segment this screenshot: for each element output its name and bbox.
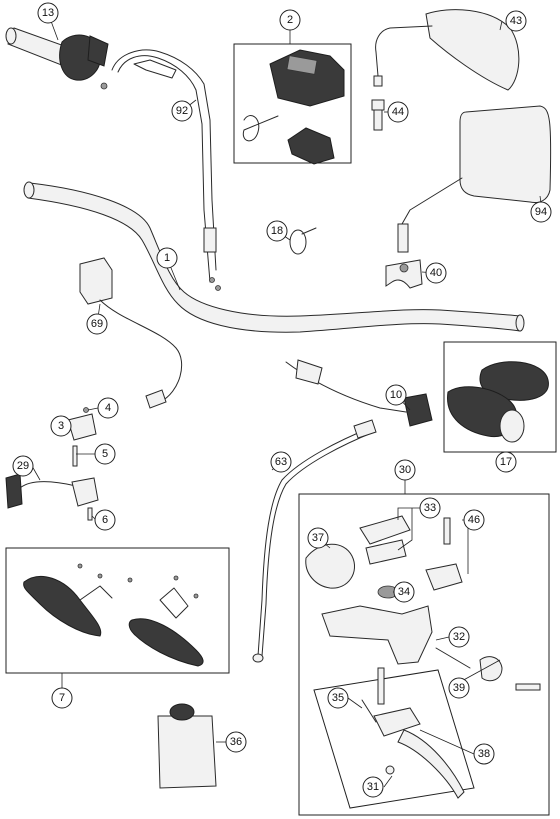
svg-text:2: 2 bbox=[287, 14, 293, 26]
callout-37: 37 bbox=[307, 527, 329, 549]
switch-detail-frame bbox=[233, 43, 352, 164]
svg-text:10: 10 bbox=[390, 389, 402, 401]
mirror-clamp-part bbox=[385, 259, 423, 289]
grips-part bbox=[447, 361, 549, 443]
hand-guards-part bbox=[23, 563, 204, 667]
callout-46: 46 bbox=[463, 509, 485, 531]
switch-part bbox=[242, 49, 345, 165]
callout-29: 29 bbox=[12, 455, 34, 477]
svg-text:37: 37 bbox=[312, 532, 324, 544]
svg-text:63: 63 bbox=[275, 456, 287, 468]
adapter-nut-part bbox=[371, 99, 385, 131]
handguard-detail-frame bbox=[5, 547, 230, 674]
svg-text:17: 17 bbox=[500, 456, 512, 468]
svg-text:3: 3 bbox=[58, 420, 64, 432]
connector-cable-part bbox=[285, 359, 433, 427]
callout-35: 35 bbox=[327, 687, 349, 709]
callout-36: 36 bbox=[225, 731, 247, 753]
callout-63: 63 bbox=[270, 451, 292, 473]
callout-38: 38 bbox=[473, 743, 495, 765]
callout-18: 18 bbox=[266, 220, 288, 242]
start-button-part bbox=[5, 473, 99, 521]
mirror-left-part bbox=[397, 105, 552, 253]
callout-40: 40 bbox=[425, 262, 447, 284]
callout-6: 6 bbox=[94, 509, 116, 531]
callout-39: 39 bbox=[448, 677, 470, 699]
svg-text:40: 40 bbox=[430, 267, 442, 279]
handlebar-part bbox=[23, 181, 525, 333]
svg-text:4: 4 bbox=[105, 402, 111, 414]
svg-text:13: 13 bbox=[42, 7, 54, 19]
svg-text:29: 29 bbox=[17, 460, 29, 472]
callout-2: 2 bbox=[279, 9, 301, 31]
svg-text:33: 33 bbox=[424, 502, 436, 514]
svg-text:5: 5 bbox=[102, 448, 108, 460]
svg-text:1: 1 bbox=[164, 252, 170, 264]
svg-text:32: 32 bbox=[453, 631, 465, 643]
brake-fluid-can-part bbox=[157, 703, 217, 789]
svg-text:69: 69 bbox=[91, 318, 103, 330]
svg-text:35: 35 bbox=[332, 692, 344, 704]
master-cylinder-part bbox=[305, 515, 541, 691]
svg-text:6: 6 bbox=[102, 514, 108, 526]
callout-34: 34 bbox=[393, 581, 415, 603]
callout-4: 4 bbox=[97, 397, 119, 419]
throttle-grip-part bbox=[5, 27, 109, 90]
throttle-cable-part bbox=[111, 49, 221, 291]
svg-text:94: 94 bbox=[535, 206, 547, 218]
svg-text:38: 38 bbox=[478, 748, 490, 760]
callout-17: 17 bbox=[495, 451, 517, 473]
callout-92: 92 bbox=[171, 100, 193, 122]
svg-text:43: 43 bbox=[510, 15, 522, 27]
callout-10: 10 bbox=[385, 384, 407, 406]
grip-detail-frame bbox=[443, 341, 557, 453]
brake-detail-frame bbox=[298, 493, 550, 816]
wiring-harness-part bbox=[79, 257, 183, 409]
svg-text:44: 44 bbox=[392, 106, 404, 118]
brake-line-part bbox=[252, 419, 377, 663]
callout-69: 69 bbox=[86, 313, 108, 335]
callout-44: 44 bbox=[387, 101, 409, 123]
clutch-switch-part bbox=[67, 407, 97, 467]
svg-text:31: 31 bbox=[367, 781, 379, 793]
callout-30: 30 bbox=[394, 459, 416, 481]
lever-detail-frame bbox=[313, 669, 475, 809]
svg-text:36: 36 bbox=[230, 736, 242, 748]
callout-33: 33 bbox=[419, 497, 441, 519]
mirror-right-part bbox=[373, 9, 520, 91]
callout-5: 5 bbox=[94, 443, 116, 465]
brake-lever-part bbox=[361, 667, 465, 799]
svg-text:39: 39 bbox=[453, 682, 465, 694]
cable-tie-part bbox=[289, 227, 317, 255]
callout-32: 32 bbox=[448, 626, 470, 648]
callout-43: 43 bbox=[505, 10, 527, 32]
svg-text:7: 7 bbox=[59, 692, 65, 704]
callout-31: 31 bbox=[362, 776, 384, 798]
svg-text:46: 46 bbox=[468, 514, 480, 526]
callout-7: 7 bbox=[51, 687, 73, 709]
svg-text:92: 92 bbox=[176, 105, 188, 117]
svg-text:18: 18 bbox=[271, 225, 283, 237]
svg-text:30: 30 bbox=[399, 464, 411, 476]
callout-94: 94 bbox=[530, 201, 552, 223]
callout-1: 1 bbox=[156, 247, 178, 269]
svg-text:34: 34 bbox=[398, 586, 410, 598]
callout-3: 3 bbox=[50, 415, 72, 437]
callout-13: 13 bbox=[37, 2, 59, 24]
